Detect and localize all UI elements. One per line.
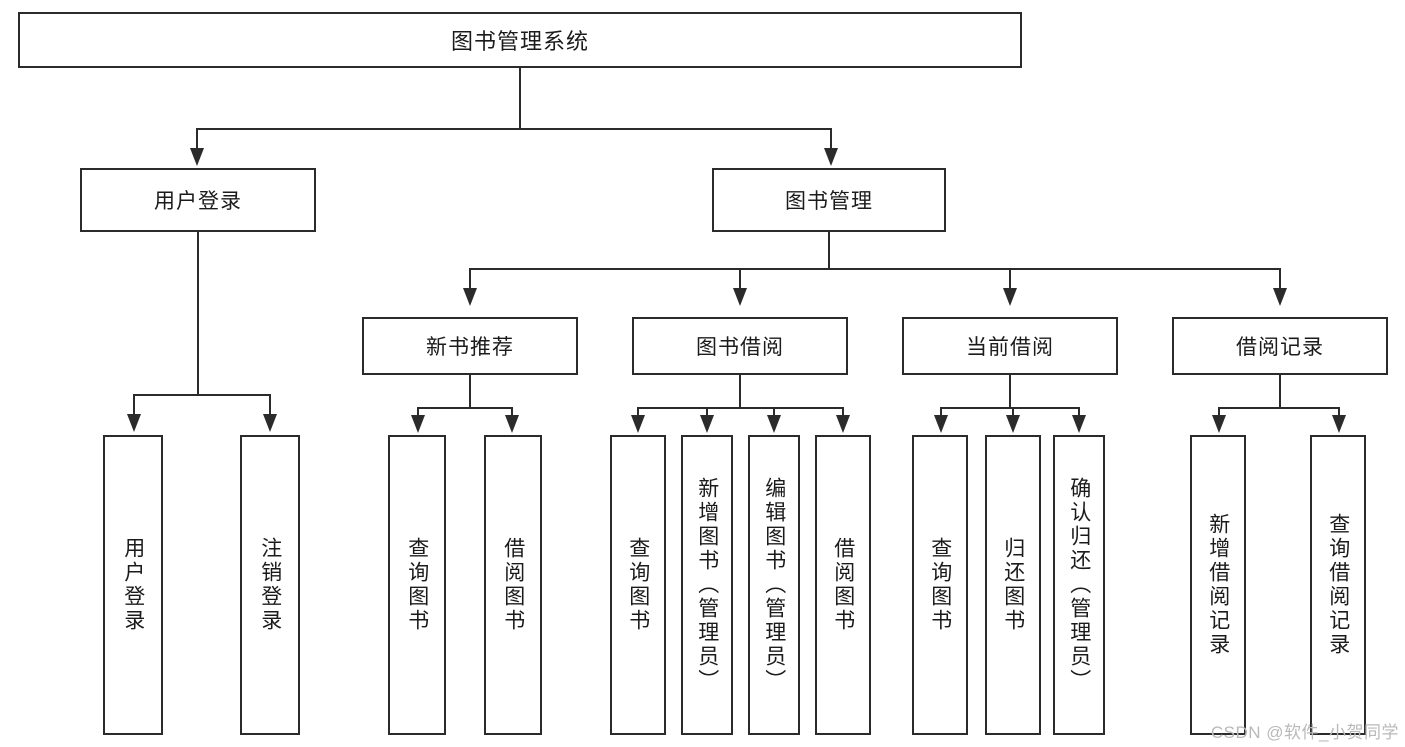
arrow-nbr-to-leaf-0: [411, 415, 425, 433]
leaf-label: 编辑图书（管理员）: [762, 477, 786, 693]
arrow-user-login-to-leaf-0: [127, 414, 141, 432]
connector-book-manage-to-l3-1: [739, 268, 741, 290]
node-leaf-query-book-2[interactable]: 查询图书: [610, 435, 666, 735]
connector-bb-to-leaf-2: [773, 407, 775, 419]
leaf-label: 查询借阅记录: [1326, 513, 1350, 657]
connector-br-to-leaf-1: [1338, 407, 1340, 419]
node-book-manage[interactable]: 图书管理: [712, 168, 946, 232]
arrow-cb-to-leaf-2: [1072, 415, 1086, 433]
connector-book-manage-stem: [828, 232, 830, 270]
leaf-label: 借阅图书: [831, 537, 855, 633]
connector-root-stem: [519, 68, 521, 130]
node-new-book-recommend[interactable]: 新书推荐: [362, 317, 578, 375]
leaf-label: 新增借阅记录: [1206, 513, 1230, 657]
connector-book-manage-to-l3-3: [1279, 268, 1281, 290]
leaf-label: 注销登录: [258, 537, 282, 633]
connector-current-borrow-stem: [1009, 375, 1011, 409]
csdn-watermark: CSDN @软件_小贺同学: [1210, 723, 1399, 742]
node-leaf-user-login[interactable]: 用户登录: [103, 435, 163, 735]
connector-nbr-to-leaf-0: [417, 407, 419, 419]
connector-root-to-user-login: [196, 128, 198, 150]
node-leaf-return-book[interactable]: 归还图书: [985, 435, 1041, 735]
arrow-nbr-to-leaf-1: [505, 415, 519, 433]
connector-book-manage-bus: [469, 268, 1280, 270]
node-borrow-record[interactable]: 借阅记录: [1172, 317, 1388, 375]
arrow-bb-to-leaf-0: [631, 415, 645, 433]
node-current-borrow[interactable]: 当前借阅: [902, 317, 1118, 375]
connector-user-login-to-leaf-0: [133, 394, 135, 416]
node-leaf-query-book-1[interactable]: 查询图书: [388, 435, 446, 735]
connector-nbr-to-leaf-1: [511, 407, 513, 419]
connector-book-borrow-stem: [739, 375, 741, 409]
connector-root-bus: [196, 128, 832, 130]
connector-new-book-recommend-bus: [417, 407, 513, 409]
arrow-book-manage-to-l3-2: [1003, 288, 1017, 306]
arrow-bb-to-leaf-2: [767, 415, 781, 433]
arrow-root-to-book-manage: [824, 148, 838, 166]
leaf-label: 用户登录: [121, 537, 145, 633]
arrow-br-to-leaf-0: [1212, 415, 1226, 433]
leaf-label: 归还图书: [1001, 537, 1025, 633]
arrow-br-to-leaf-1: [1332, 415, 1346, 433]
connector-user-login-to-leaf-1: [269, 394, 271, 416]
leaf-label: 查询图书: [626, 537, 650, 633]
connector-book-manage-to-l3-0: [469, 268, 471, 290]
connector-cb-to-leaf-2: [1078, 407, 1080, 419]
connector-borrow-record-stem: [1279, 375, 1281, 409]
node-leaf-query-book-3[interactable]: 查询图书: [912, 435, 968, 735]
arrow-bb-to-leaf-3: [836, 415, 850, 433]
node-leaf-add-book-admin[interactable]: 新增图书（管理员）: [681, 435, 733, 735]
connector-cb-to-leaf-0: [940, 407, 942, 419]
node-leaf-add-record[interactable]: 新增借阅记录: [1190, 435, 1246, 735]
node-leaf-borrow-book-2[interactable]: 借阅图书: [815, 435, 871, 735]
leaf-label: 借阅图书: [501, 537, 525, 633]
connector-borrow-record-bus: [1218, 407, 1338, 409]
leaf-label: 查询图书: [405, 537, 429, 633]
connector-root-to-book-manage: [830, 128, 832, 150]
connector-user-login-stem: [197, 232, 199, 396]
leaf-label: 查询图书: [928, 537, 952, 633]
node-leaf-logout[interactable]: 注销登录: [240, 435, 300, 735]
leaf-label: 确认归还（管理员）: [1067, 477, 1091, 693]
arrow-book-manage-to-l3-0: [463, 288, 477, 306]
connector-bb-to-leaf-1: [706, 407, 708, 419]
node-book-borrow[interactable]: 图书借阅: [632, 317, 848, 375]
arrow-user-login-to-leaf-1: [263, 414, 277, 432]
arrow-book-manage-to-l3-1: [733, 288, 747, 306]
arrow-cb-to-leaf-0: [934, 415, 948, 433]
connector-current-borrow-bus: [940, 407, 1080, 409]
node-leaf-query-record[interactable]: 查询借阅记录: [1310, 435, 1366, 735]
arrow-book-manage-to-l3-3: [1273, 288, 1287, 306]
connector-cb-to-leaf-1: [1012, 407, 1014, 419]
arrow-bb-to-leaf-1: [700, 415, 714, 433]
arrow-root-to-user-login: [190, 148, 204, 166]
node-root-system[interactable]: 图书管理系统: [18, 12, 1022, 68]
arrow-cb-to-leaf-1: [1006, 415, 1020, 433]
connector-new-book-recommend-stem: [469, 375, 471, 409]
connector-user-login-bus: [133, 394, 271, 396]
node-leaf-edit-book-admin[interactable]: 编辑图书（管理员）: [748, 435, 800, 735]
connector-bb-to-leaf-0: [637, 407, 639, 419]
node-leaf-borrow-book-1[interactable]: 借阅图书: [484, 435, 542, 735]
node-user-login[interactable]: 用户登录: [80, 168, 316, 232]
connector-br-to-leaf-0: [1218, 407, 1220, 419]
connector-bb-to-leaf-3: [842, 407, 844, 419]
connector-book-manage-to-l3-2: [1009, 268, 1011, 290]
node-leaf-confirm-return[interactable]: 确认归还（管理员）: [1053, 435, 1105, 735]
connector-book-borrow-bus: [637, 407, 843, 409]
leaf-label: 新增图书（管理员）: [695, 477, 719, 693]
